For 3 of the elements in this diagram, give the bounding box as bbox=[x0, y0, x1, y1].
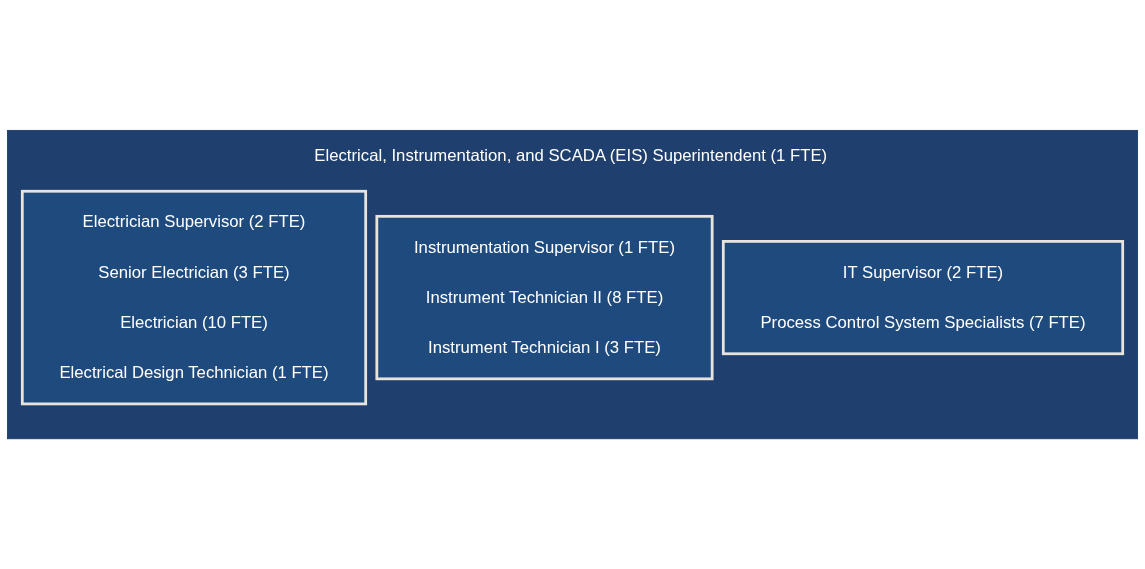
node-box: Instrumentation Supervisor (1 FTE) Instrument Technician II (8 FTE) Instrument Technician I (3 FTE) bbox=[375, 214, 714, 381]
node-box: Electrician Supervisor (2 FTE) Senior Electrician (3 FTE) Electrician (10 FTE) Electrical Design Technician (1 FTE) bbox=[20, 189, 368, 406]
node-box: IT Supervisor (2 FTE) Process Control System Specialists (7 FTE) bbox=[721, 239, 1125, 356]
